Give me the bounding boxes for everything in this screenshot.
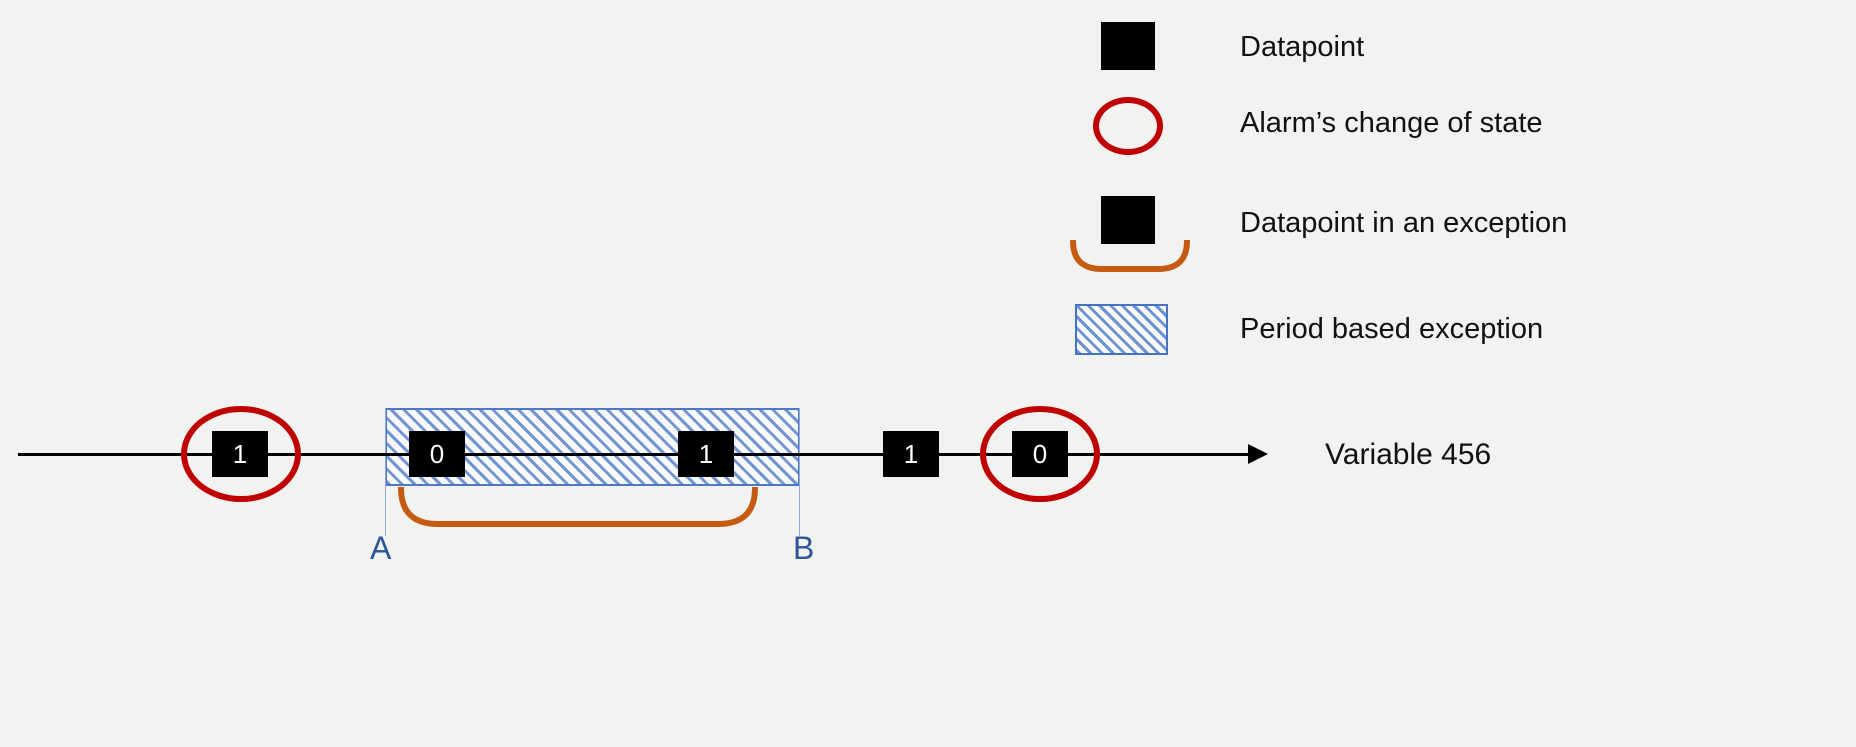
alarm-change-ellipse <box>980 406 1100 502</box>
legend-datapoint-icon <box>1101 22 1155 70</box>
datapoint: 0 <box>409 431 465 477</box>
timeline-label: Variable 456 <box>1325 438 1492 471</box>
legend-label-alarm: Alarm’s change of state <box>1240 107 1543 139</box>
legend-period-exception-icon <box>1075 304 1168 355</box>
legend-label-datapoint: Datapoint <box>1240 31 1365 63</box>
legend-label-exception-datapoint: Datapoint in an exception <box>1240 207 1568 239</box>
datapoint: 1 <box>883 431 939 477</box>
exception-bracket-icon <box>398 487 758 527</box>
legend-exception-bracket-icon <box>1070 240 1190 272</box>
datapoint: 1 <box>678 431 734 477</box>
timeline-axis <box>18 453 1250 456</box>
legend-label-period-exception: Period based exception <box>1240 313 1544 345</box>
alarm-change-ellipse <box>181 406 301 502</box>
period-start-label: A <box>370 530 392 566</box>
period-end-guide-line <box>799 408 800 536</box>
timeline-arrowhead-icon <box>1248 444 1268 464</box>
legend-exception-datapoint-icon <box>1101 196 1155 244</box>
period-start-guide-line <box>385 408 386 536</box>
period-end-label: B <box>793 530 815 566</box>
legend-alarm-ellipse-icon <box>1093 97 1163 155</box>
